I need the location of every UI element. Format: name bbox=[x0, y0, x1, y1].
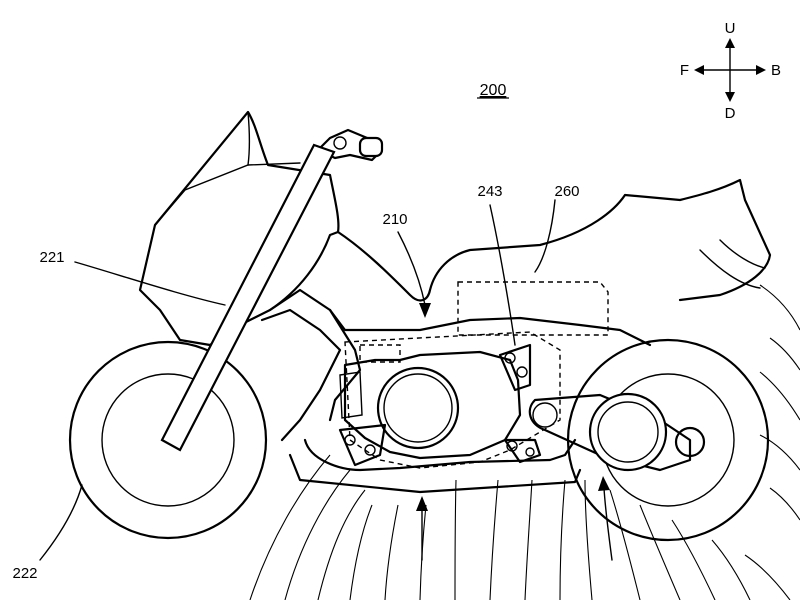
arrow-down-icon bbox=[725, 92, 735, 102]
front-fork bbox=[160, 143, 336, 452]
front-wheel bbox=[68, 340, 268, 540]
leader-lines bbox=[39, 199, 613, 561]
label-222: 222 bbox=[12, 565, 37, 582]
handlebar bbox=[316, 128, 384, 162]
arrow-back-icon bbox=[756, 65, 766, 75]
label-200: 200 bbox=[480, 82, 507, 99]
frame bbox=[260, 178, 772, 494]
mount-brackets bbox=[338, 343, 542, 467]
label-243: 243 bbox=[477, 183, 502, 200]
reference-labels: 200 210 221 222 243 260 bbox=[12, 82, 579, 582]
label-210: 210 bbox=[382, 211, 407, 228]
label-260: 260 bbox=[554, 183, 579, 200]
label-221: 221 bbox=[39, 249, 64, 266]
motor-unit bbox=[339, 350, 522, 460]
compass-back: B bbox=[771, 62, 781, 79]
arrow-front-icon bbox=[694, 65, 704, 75]
swingarm bbox=[528, 392, 706, 472]
compass-down: D bbox=[725, 105, 736, 122]
compass-front: F bbox=[680, 62, 689, 79]
arrow-up-icon bbox=[725, 38, 735, 48]
compass-up: U bbox=[725, 20, 736, 37]
direction-compass: U D F B bbox=[680, 20, 781, 122]
